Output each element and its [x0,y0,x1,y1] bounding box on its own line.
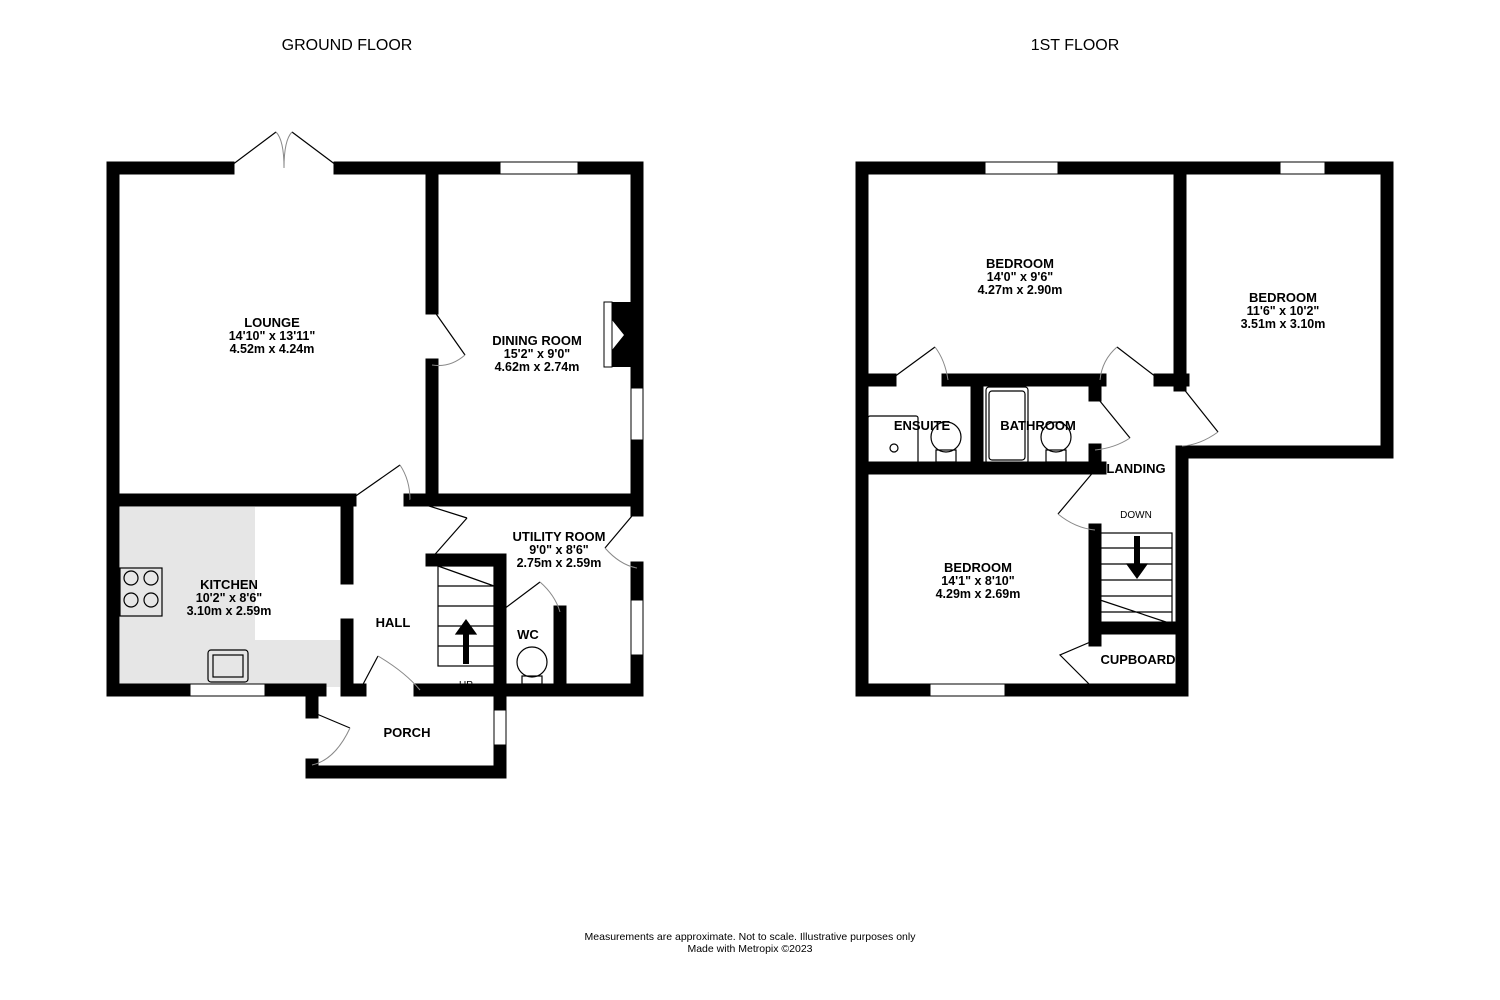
fireplace [603,301,631,368]
bedroom3-label: BEDROOM [944,560,1012,575]
toilet-icon [930,421,962,463]
hob-icon [119,567,163,617]
kitchen-label: KITCHEN [200,577,258,592]
shower-icon [867,415,919,465]
lounge-imperial: 14'10" x 13'11" [229,329,316,343]
bath-icon [985,386,1029,465]
french-doors [227,131,341,169]
bedroom1-imperial: 14'0" x 9'6" [987,270,1054,284]
stairs-down [1099,532,1173,627]
bedroom2-imperial: 11'6" x 10'2" [1247,304,1320,318]
utility-metric: 2.75m x 2.59m [517,556,602,570]
toilet-icon [1040,421,1072,463]
credit: Made with Metropix ©2023 [687,943,812,955]
landing-label: LANDING [1106,461,1165,476]
utility-imperial: 9'0" x 8'6" [529,543,589,557]
sink-icon [207,649,249,683]
wc-label: WC [517,627,539,642]
hall-label: HALL [376,615,411,630]
kitchen-imperial: 10'2" x 8'6" [196,591,263,605]
dining-imperial: 15'2" x 9'0" [504,347,571,361]
stairs-up [437,565,495,667]
ensuite-label: ENSUITE [894,418,951,433]
kitchen-metric: 3.10m x 2.59m [187,604,272,618]
toilet-icon [516,646,548,685]
window [493,709,507,746]
window [499,161,579,175]
bedroom2-label: BEDROOM [1249,290,1317,305]
first-floor-plan: BEDROOM 14'0" x 9'6" 4.27m x 2.90m BEDRO… [855,161,1394,697]
doors [889,346,1219,691]
lounge-metric: 4.52m x 4.24m [230,342,315,356]
bedroom2-metric: 3.51m x 3.10m [1241,317,1326,331]
porch-label: PORCH [384,725,431,740]
dining-label: DINING ROOM [492,333,582,348]
first-floor-title: 1ST FLOOR [1031,37,1120,54]
lounge-label: LOUNGE [244,315,300,330]
window [630,387,644,441]
bedroom3-metric: 4.29m x 2.69m [936,587,1021,601]
bedroom1-metric: 4.27m x 2.90m [978,283,1063,297]
dining-metric: 4.62m x 2.74m [495,360,580,374]
bedroom1-label: BEDROOM [986,256,1054,271]
stairs-down-label: DOWN [1120,510,1152,521]
bathroom-label: BATHROOM [1000,418,1076,433]
ground-floor-plan: LOUNGE 14'10" x 13'11" 4.52m x 4.24m DIN… [106,131,644,779]
window [929,683,1006,697]
disclaimer: Measurements are approximate. Not to sca… [585,931,917,943]
window [630,599,644,656]
window [189,683,266,697]
utility-label: UTILITY ROOM [513,529,606,544]
window [984,161,1059,175]
bedroom3-imperial: 14'1" x 8'10" [941,574,1014,588]
cupboard-label: CUPBOARD [1100,652,1175,667]
ground-floor-title: GROUND FLOOR [282,37,413,54]
doors [311,307,638,766]
first-floor-walls [855,161,1394,697]
window [1279,161,1326,175]
stairs-up-label: UP [459,680,473,691]
